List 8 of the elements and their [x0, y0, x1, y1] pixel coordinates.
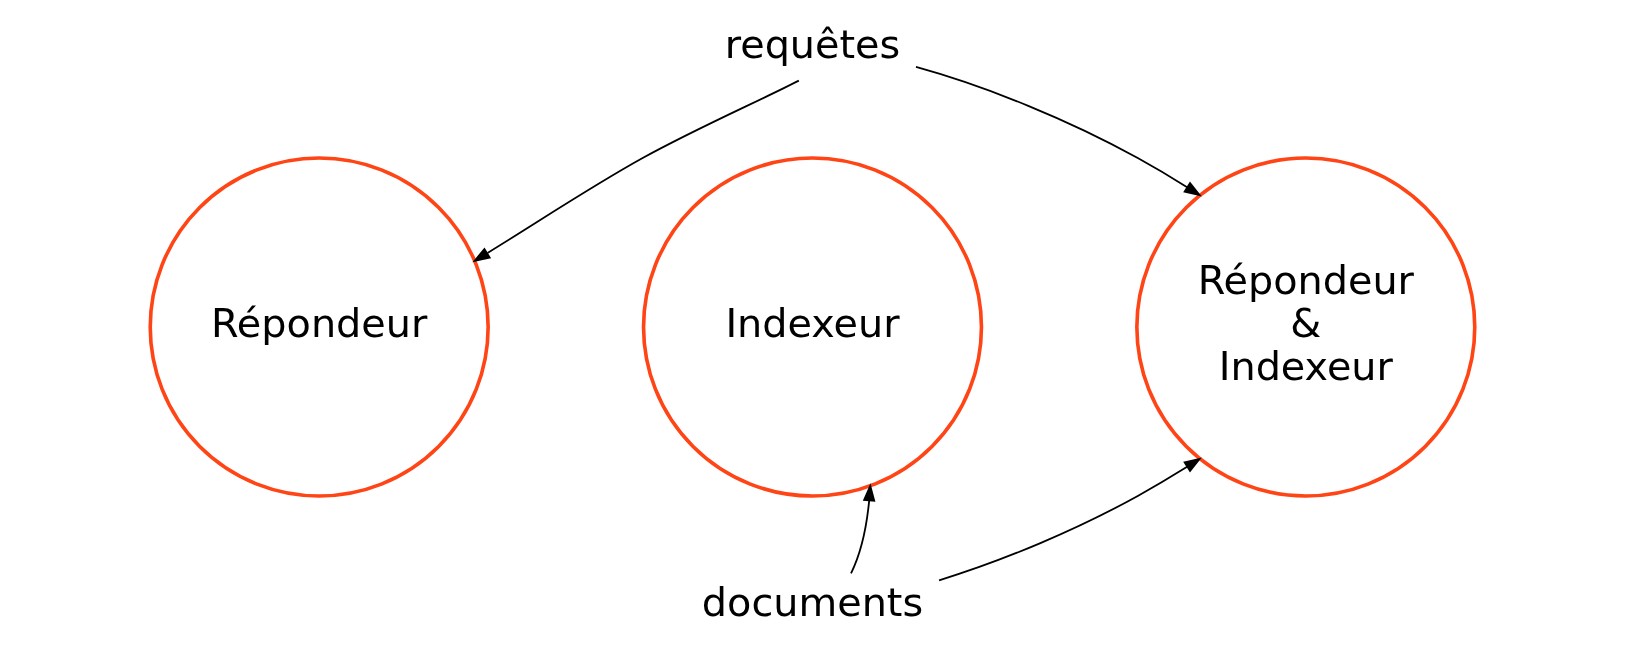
node-text: requêtes — [724, 20, 901, 67]
node-text: documents — [701, 579, 924, 626]
node-circle: Indexeur — [641, 156, 984, 498]
node-circle: Répondeur & Indexeur — [1135, 156, 1477, 498]
arrow — [472, 79, 800, 263]
arrow — [850, 483, 876, 575]
arrow — [915, 66, 1202, 197]
arrow — [938, 457, 1202, 582]
